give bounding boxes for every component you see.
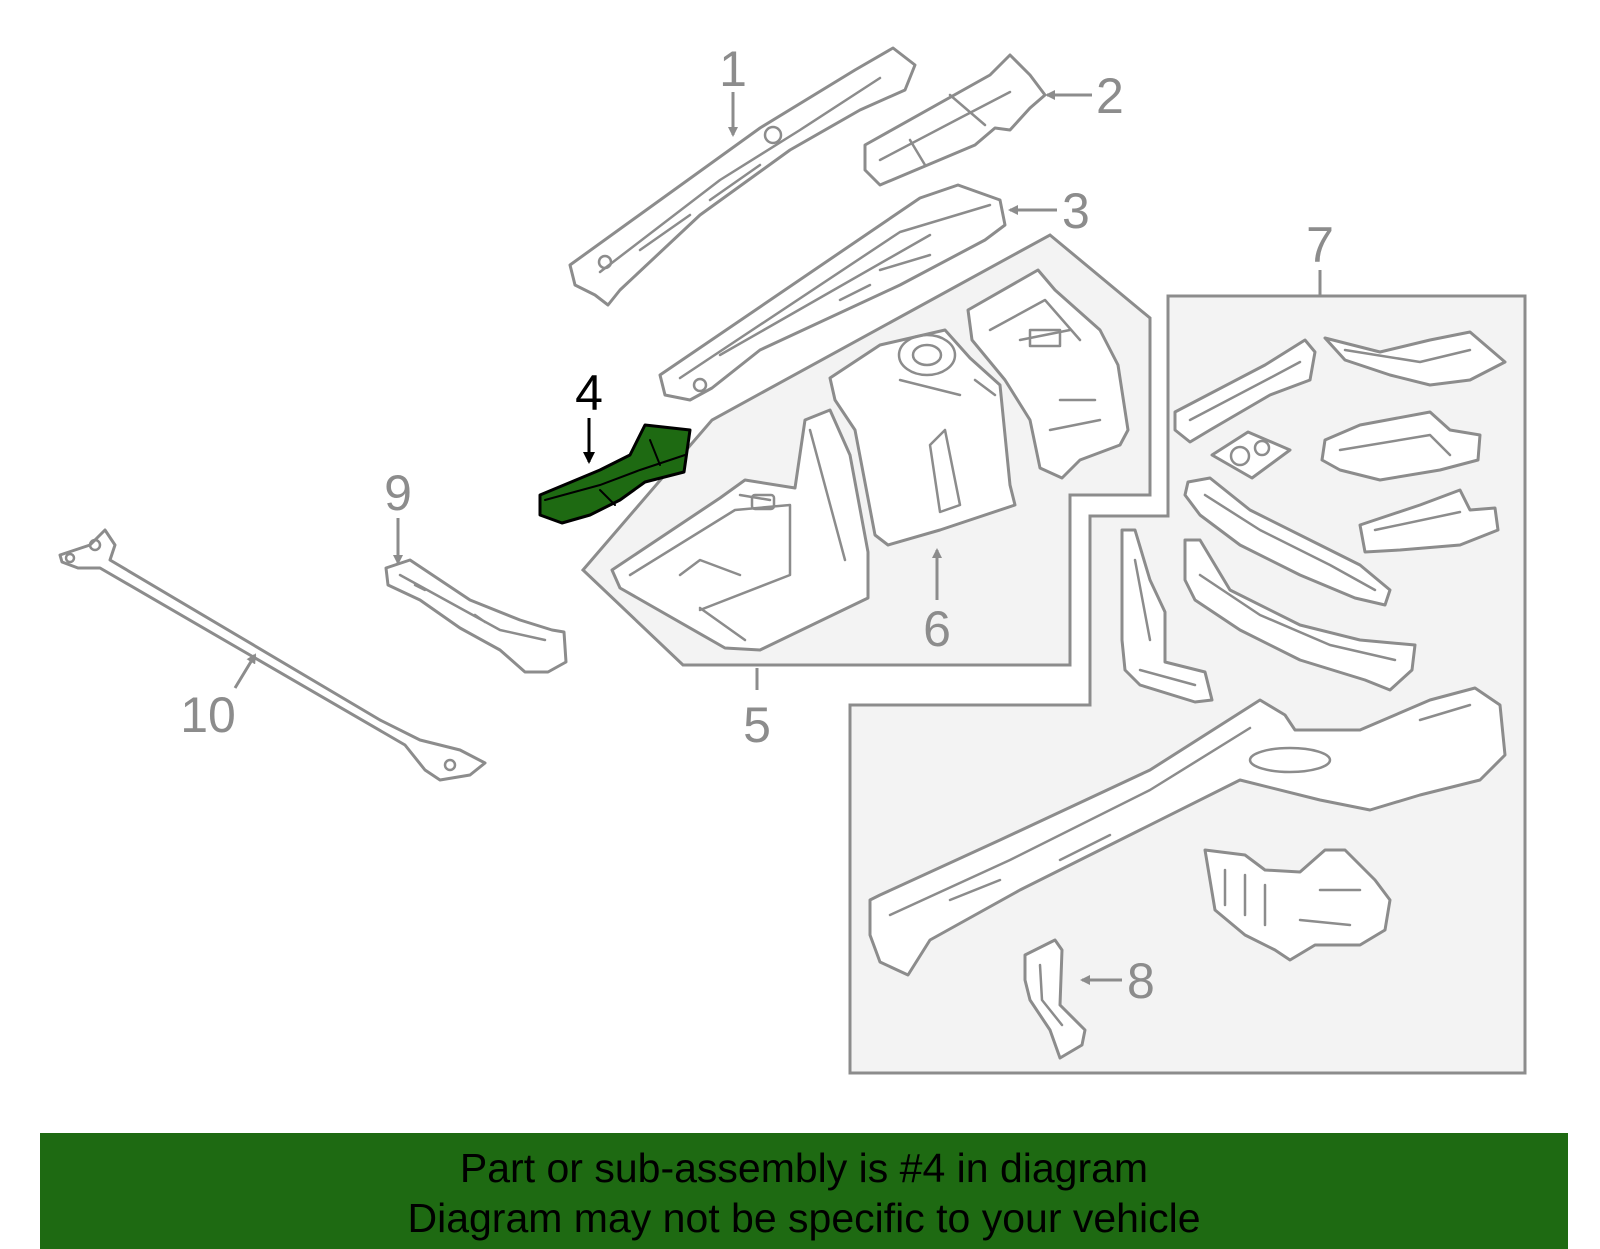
part-7-reinforcement-a[interactable] [1183, 476, 1392, 607]
part-7-small-bracket-left[interactable] [1173, 338, 1317, 444]
part-2-upper-bracket[interactable] [863, 53, 1047, 187]
part-7-vertical-bracket[interactable] [1120, 528, 1214, 704]
info-banner: Part or sub-assembly is #4 in diagram Di… [40, 1133, 1568, 1249]
part-4-highlighted[interactable] [538, 423, 692, 525]
callout-4[interactable]: 4 [575, 365, 603, 421]
callout-9[interactable]: 9 [384, 465, 412, 521]
part-5-rear-panel[interactable] [966, 268, 1130, 480]
callout-2[interactable]: 2 [1096, 68, 1124, 124]
part-7-box-bracket[interactable] [1320, 410, 1482, 482]
part-7-lower-box-bracket[interactable] [1358, 488, 1500, 554]
callout-8[interactable]: 8 [1127, 953, 1155, 1009]
banner-line-disclaimer: Diagram may not be specific to your vehi… [407, 1195, 1201, 1241]
part-7-frame-rail[interactable] [868, 686, 1507, 977]
callout-6[interactable]: 6 [923, 601, 951, 657]
callout-1[interactable]: 1 [719, 41, 747, 97]
part-1-upper-rail[interactable] [568, 46, 917, 307]
part-10-tie-bar[interactable] [58, 528, 487, 782]
part-9-lower-bracket[interactable] [384, 558, 568, 674]
leader-10 [233, 653, 257, 689]
callout-5[interactable]: 5 [743, 697, 771, 753]
callout-7[interactable]: 7 [1306, 217, 1334, 273]
banner-line-part: Part or sub-assembly is #4 in diagram [459, 1145, 1149, 1191]
part-8-bracket[interactable] [1023, 938, 1087, 1060]
part-7-reinforcement-b[interactable] [1183, 538, 1417, 692]
callout-3[interactable]: 3 [1062, 183, 1090, 239]
part-7-upper-bracket-right[interactable] [1323, 330, 1507, 387]
part-5-inner-fender[interactable] [610, 408, 870, 652]
part-6-strut-tower[interactable] [828, 328, 1017, 547]
part-3-apron-reinforcement[interactable] [658, 183, 1007, 402]
callout-10[interactable]: 10 [180, 687, 236, 743]
part-7-plate[interactable] [1210, 430, 1292, 480]
part-7-rear-bracket[interactable] [1203, 848, 1392, 962]
